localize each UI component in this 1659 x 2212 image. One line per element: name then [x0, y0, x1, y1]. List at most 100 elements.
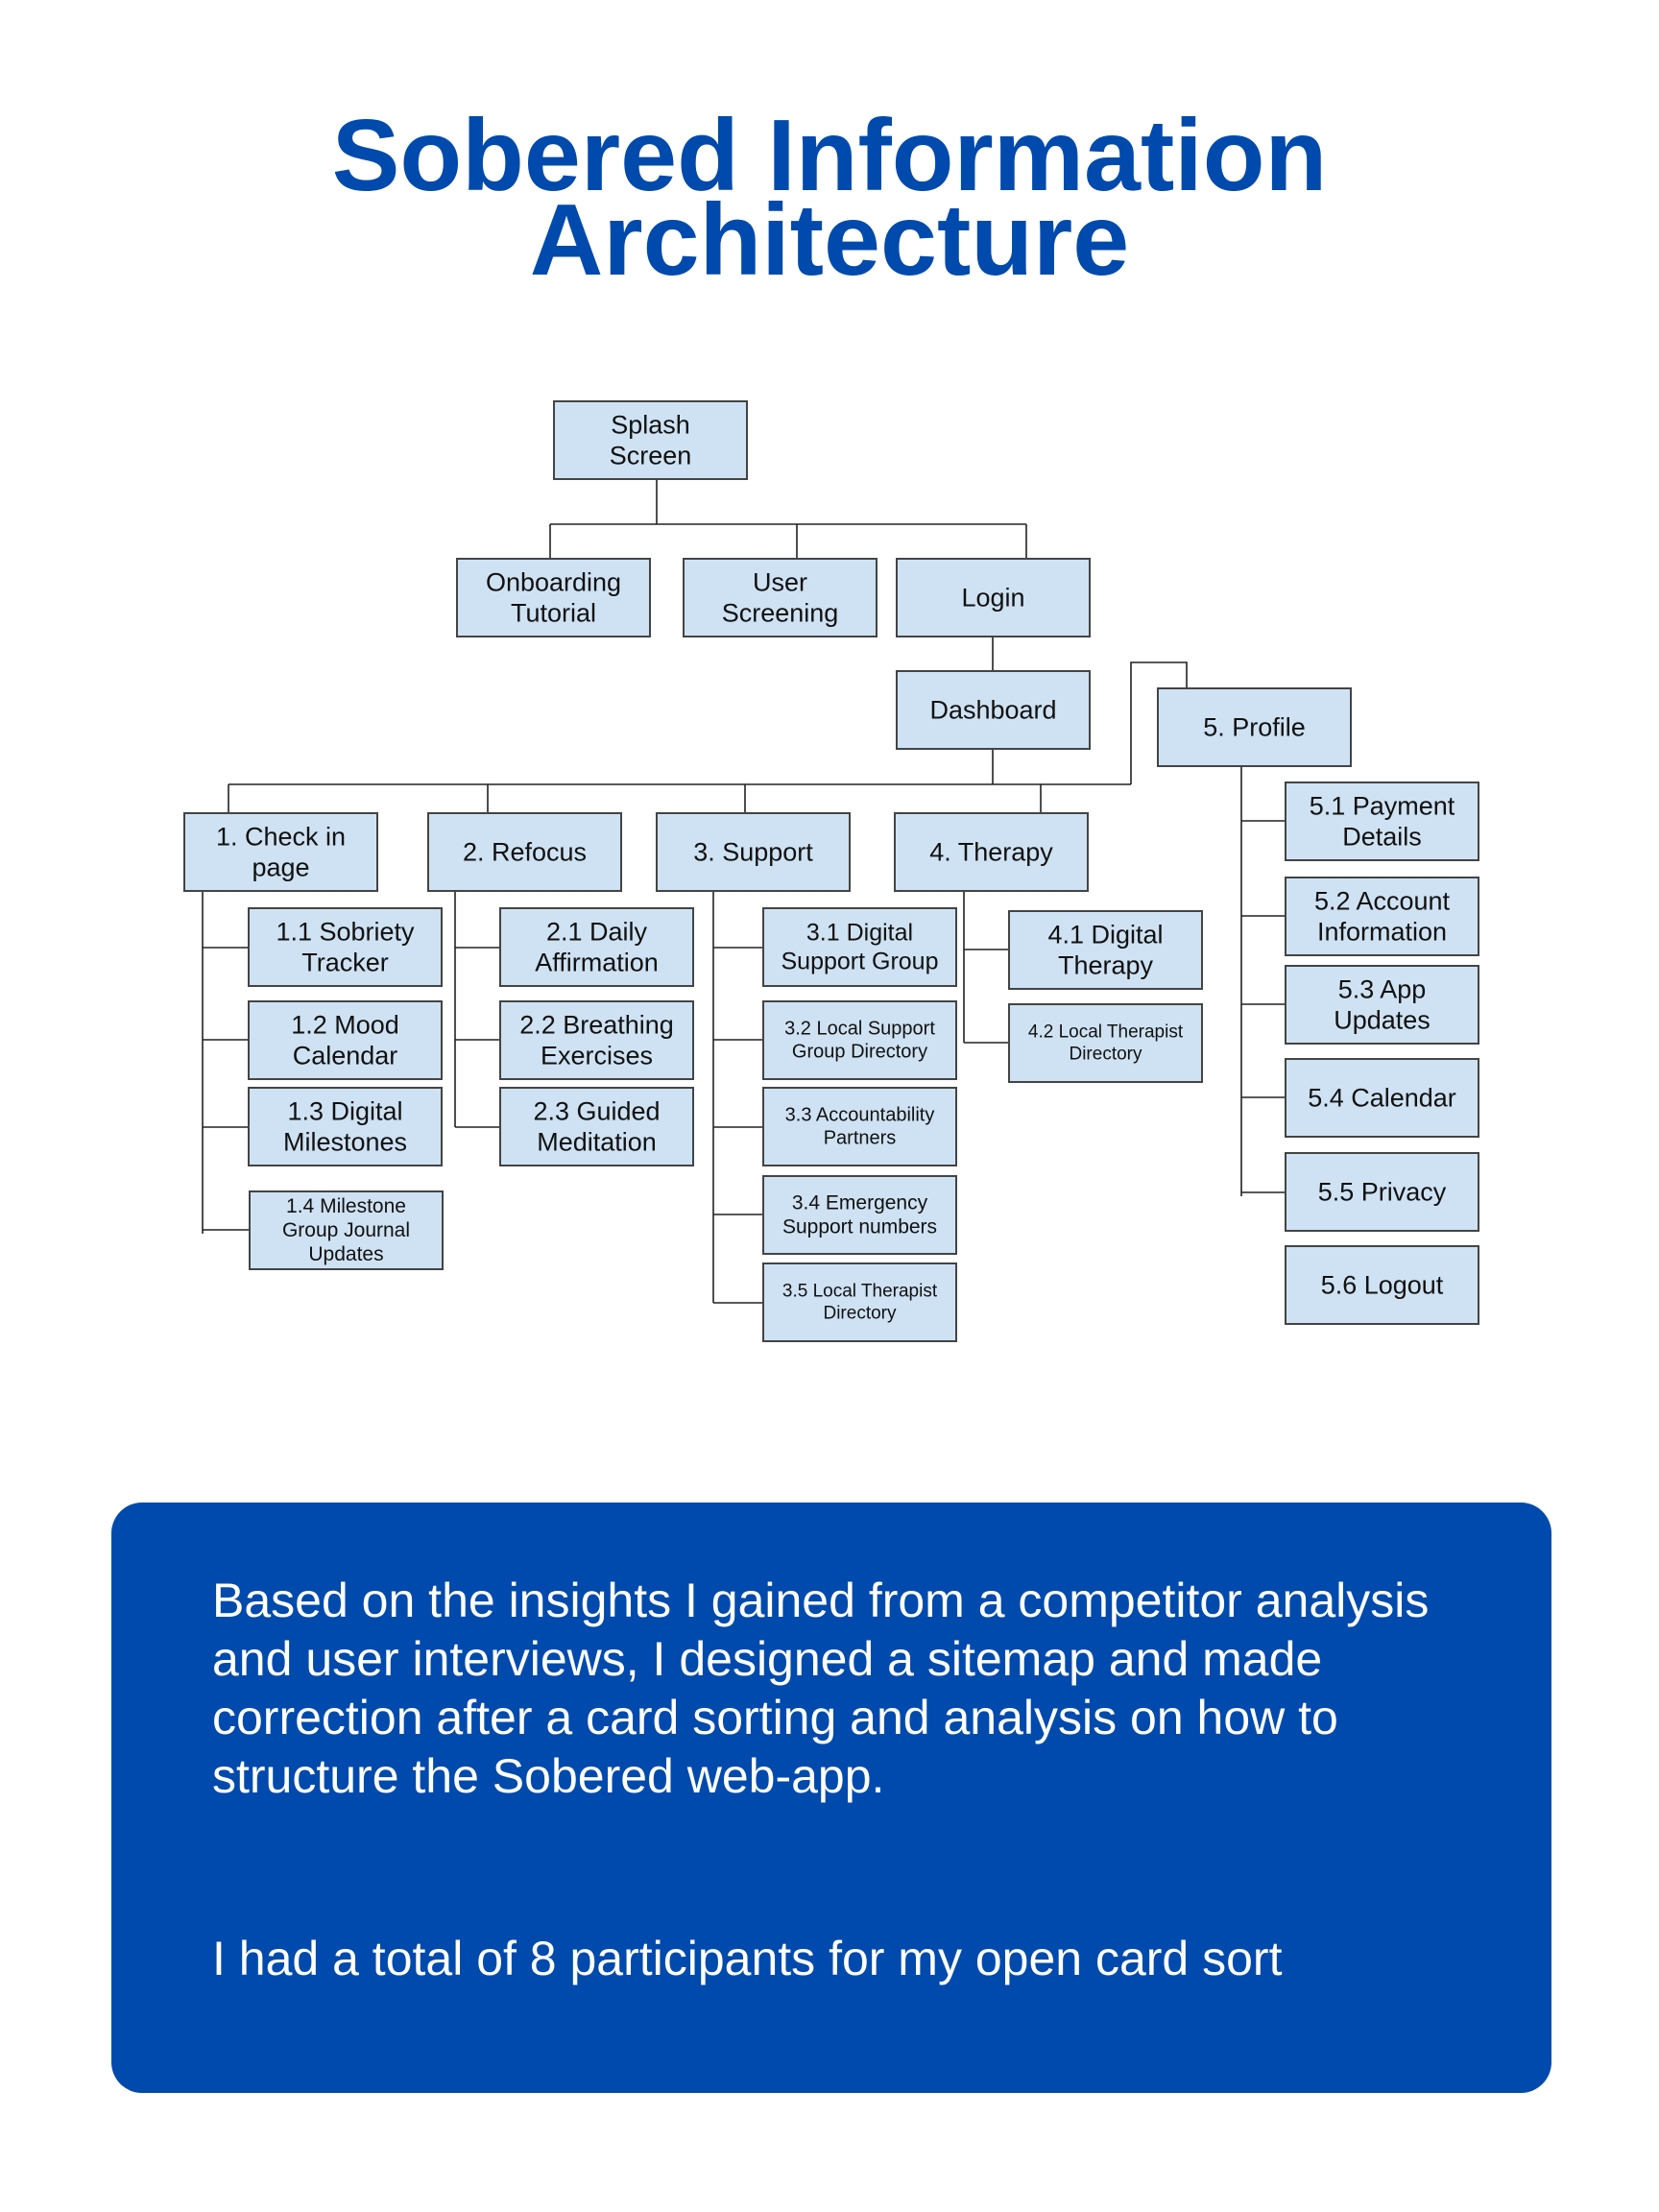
node-box	[248, 1087, 443, 1166]
node-box	[1285, 1245, 1479, 1325]
node-label: 4. Therapy	[929, 838, 1053, 867]
node-label: Splash	[611, 410, 690, 439]
node-box	[1157, 687, 1352, 767]
node-label: Login	[961, 584, 1024, 613]
node-label: 3.2 Local Support	[784, 1019, 935, 1040]
node-box	[1008, 1003, 1203, 1083]
node-label: Updates	[308, 1243, 383, 1265]
node-box	[762, 907, 957, 987]
node-therapy: 4. Therapy	[894, 812, 1089, 892]
node-label: Tracker	[301, 949, 389, 977]
page-title-line-2: Architecture	[529, 183, 1130, 297]
node-label: Details	[1342, 823, 1422, 852]
node-label: Onboarding	[486, 567, 621, 596]
node-label: Support numbers	[782, 1216, 937, 1238]
connector-line	[1130, 661, 1188, 784]
node-box	[1285, 1058, 1479, 1138]
node-label: Group Directory	[792, 1042, 927, 1063]
node-label: Tutorial	[511, 599, 596, 628]
node-label: 3. Support	[693, 838, 813, 867]
node-label: 1.2 Mood	[291, 1010, 399, 1039]
node-box	[1285, 1152, 1479, 1232]
node-label: 1.1 Sobriety	[276, 917, 415, 946]
node-refocus: 2. Refocus	[427, 812, 622, 892]
node-box	[499, 907, 694, 987]
node-box	[762, 1000, 957, 1080]
node-box	[762, 1262, 957, 1342]
node-label: Support Group	[781, 949, 939, 975]
node-label: 1.3 Digital	[287, 1096, 402, 1125]
node-label: 4.2 Local Therapist	[1028, 1022, 1184, 1043]
node-box	[762, 1087, 957, 1166]
node-label: 5.1 Payment	[1310, 791, 1455, 820]
node-box	[1285, 781, 1479, 861]
node-label: Milestones	[283, 1128, 407, 1157]
node-box	[683, 558, 878, 637]
node-label: Group Journal	[282, 1219, 410, 1241]
node-label: 5.2 Account	[1314, 886, 1451, 915]
node-box	[896, 558, 1091, 637]
node-label: 5.4 Calendar	[1308, 1084, 1456, 1113]
node-label: 1.4 Milestone	[286, 1195, 406, 1217]
node-logout: 5.6 Logout	[1285, 1245, 1479, 1325]
node-box	[499, 1087, 694, 1166]
node-label: 5.5 Privacy	[1318, 1178, 1447, 1207]
node-dashboard: Dashboard	[896, 670, 1091, 750]
node-label: 5.3 App	[1338, 974, 1427, 1003]
node-label: Calendar	[293, 1042, 398, 1070]
node-box	[1285, 877, 1479, 956]
node-label: Affirmation	[535, 949, 659, 977]
sitemap-connectors	[202, 479, 1286, 1304]
node-label: 5. Profile	[1203, 713, 1306, 742]
participants-note: I had a total of 8 participants for my o…	[212, 1932, 1283, 1985]
node-box	[427, 812, 622, 892]
node-label: Directory	[823, 1303, 897, 1323]
node-calendar: 5.4 Calendar	[1285, 1058, 1479, 1138]
page-title-line-1: Sobered Information	[331, 99, 1328, 212]
node-box	[896, 670, 1091, 750]
node-box	[456, 558, 651, 637]
node-login: Login	[896, 558, 1091, 637]
node-label: Updates	[1334, 1006, 1431, 1035]
description-paragraph: Based on the insights I gained from a co…	[212, 1574, 1430, 1803]
node-support: 3. Support	[656, 812, 851, 892]
node-label: Partners	[824, 1128, 897, 1149]
node-box	[553, 400, 748, 480]
node-box	[1285, 965, 1479, 1045]
node-box	[183, 812, 378, 892]
node-label: Meditation	[537, 1128, 657, 1157]
node-label: Therapy	[1058, 951, 1154, 980]
node-label: 3.3 Accountability	[785, 1105, 935, 1126]
node-privacy: 5.5 Privacy	[1285, 1152, 1479, 1232]
node-label: page	[252, 854, 309, 882]
node-box	[762, 1175, 957, 1255]
node-label: Exercises	[541, 1042, 653, 1070]
node-label: Information	[1317, 918, 1447, 947]
node-label: Screening	[722, 599, 839, 628]
node-box	[894, 812, 1089, 892]
node-label: 3.1 Digital	[806, 920, 913, 947]
node-label: User	[753, 567, 807, 596]
node-label: 3.5 Local Therapist	[782, 1282, 938, 1302]
node-box	[1008, 910, 1203, 990]
